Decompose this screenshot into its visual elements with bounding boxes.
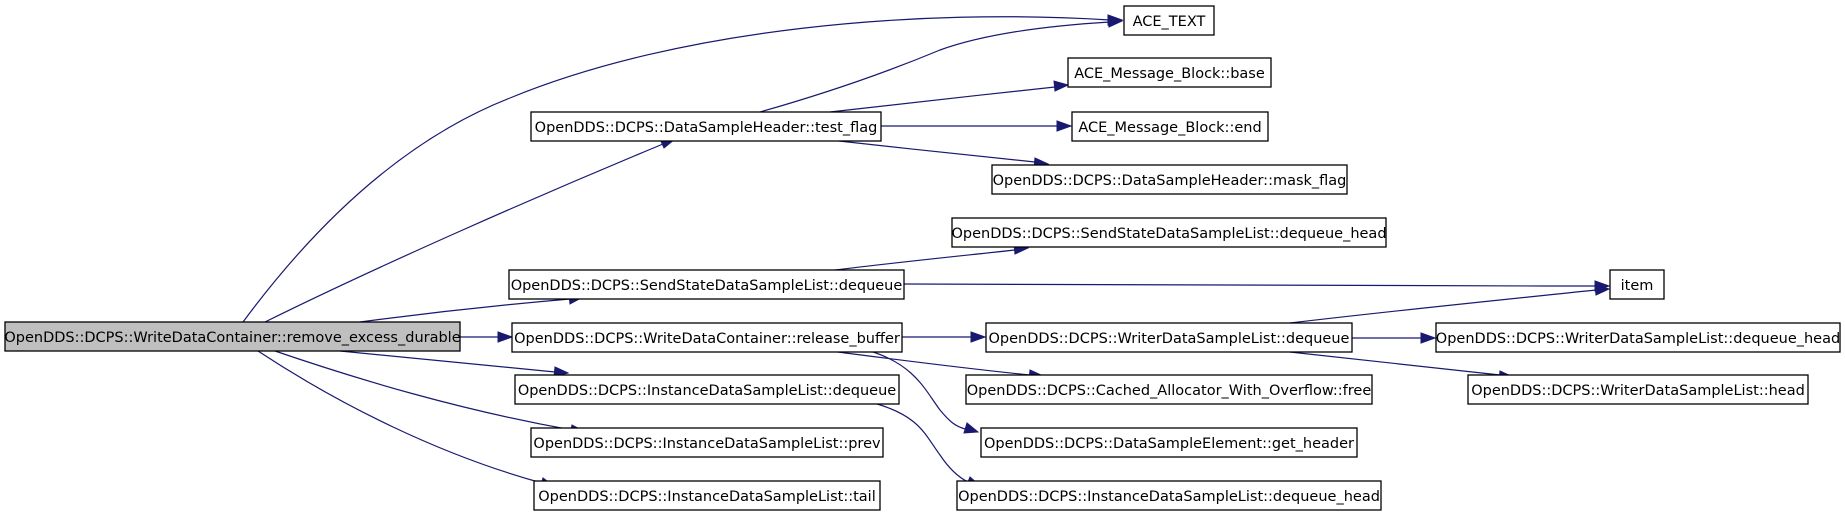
edge-test-flag-to-mb-end xyxy=(881,120,1073,132)
node-wds-dequeue[interactable]: OpenDDS::DCPS::WriterDataSampleList::deq… xyxy=(985,322,1353,353)
node-label: OpenDDS::DCPS::WriteDataContainer::relea… xyxy=(514,331,900,347)
edge-wds-dequeue-to-item xyxy=(1289,284,1611,324)
call-graph-nodes: OpenDDS::DCPS::WriteDataContainer::remov… xyxy=(4,5,1841,511)
node-label: OpenDDS::DCPS::WriteDataContainer::remov… xyxy=(4,330,460,346)
node-ids-tail[interactable]: OpenDDS::DCPS::InstanceDataSampleList::t… xyxy=(533,480,881,511)
edge-root-to-release-buffer xyxy=(460,331,514,343)
node-label: OpenDDS::DCPS::Cached_Allocator_With_Ove… xyxy=(967,383,1372,399)
node-label: OpenDDS::DCPS::DataSampleElement::get_he… xyxy=(984,436,1354,452)
call-graph-edges xyxy=(242,14,1611,489)
edge-release-buffer-to-wds-dequeue xyxy=(902,331,987,343)
node-label: OpenDDS::DCPS::InstanceDataSampleList::t… xyxy=(538,489,875,505)
node-label: item xyxy=(1621,278,1654,294)
edge-root-to-ids-dequeue xyxy=(339,350,570,378)
node-label: OpenDDS::DCPS::WriterDataSampleList::deq… xyxy=(989,331,1350,347)
node-ids-dequeue[interactable]: OpenDDS::DCPS::InstanceDataSampleList::d… xyxy=(514,374,900,405)
node-label: OpenDDS::DCPS::DataSampleHeader::test_fl… xyxy=(535,120,878,136)
edge-test-flag-to-mb-base xyxy=(829,80,1070,113)
node-label: OpenDDS::DCPS::DataSampleHeader::mask_fl… xyxy=(993,173,1347,189)
node-release-buffer[interactable]: OpenDDS::DCPS::WriteDataContainer::relea… xyxy=(511,322,903,353)
node-mask-flag[interactable]: OpenDDS::DCPS::DataSampleHeader::mask_fl… xyxy=(991,164,1348,195)
node-ss-dequeue[interactable]: OpenDDS::DCPS::SendStateDataSampleList::… xyxy=(508,269,905,300)
edge-root-to-ids-tail xyxy=(257,350,557,489)
edge-test-flag-to-ace-text xyxy=(759,16,1124,113)
node-label: OpenDDS::DCPS::InstanceDataSampleList::p… xyxy=(533,436,881,452)
node-wds-head[interactable]: OpenDDS::DCPS::WriterDataSampleList::hea… xyxy=(1467,374,1809,405)
node-label: ACE_Message_Block::end xyxy=(1078,120,1261,136)
node-label: ACE_Message_Block::base xyxy=(1074,66,1265,82)
node-mb-base[interactable]: ACE_Message_Block::base xyxy=(1067,57,1272,88)
node-label: OpenDDS::DCPS::SendStateDataSampleList::… xyxy=(511,278,903,294)
node-label: OpenDDS::DCPS::InstanceDataSampleList::d… xyxy=(518,383,896,399)
edge-ss-dequeue-to-ss-dequeue-head xyxy=(834,243,1030,271)
edge-release-buffer-to-get-header xyxy=(869,350,980,434)
node-cached-free[interactable]: OpenDDS::DCPS::Cached_Allocator_With_Ove… xyxy=(965,374,1373,405)
node-mb-end[interactable]: ACE_Message_Block::end xyxy=(1071,111,1269,142)
node-label: ACE_TEXT xyxy=(1133,14,1206,30)
edge-wds-dequeue-to-wds-dequeue-head xyxy=(1352,332,1437,344)
node-ace-text[interactable]: ACE_TEXT xyxy=(1123,5,1215,36)
node-test-flag[interactable]: OpenDDS::DCPS::DataSampleHeader::test_fl… xyxy=(530,111,882,142)
edge-ss-dequeue-to-item xyxy=(903,280,1611,292)
node-root[interactable]: OpenDDS::DCPS::WriteDataContainer::remov… xyxy=(4,321,461,352)
edge-test-flag-to-mask-flag xyxy=(829,139,1050,169)
node-item[interactable]: item xyxy=(1609,269,1665,300)
node-wds-dequeue-head[interactable]: OpenDDS::DCPS::WriterDataSampleList::deq… xyxy=(1435,322,1841,353)
node-ids-dequeue-head[interactable]: OpenDDS::DCPS::InstanceDataSampleList::d… xyxy=(956,480,1382,511)
edge-ids-dequeue-to-ids-dequeue-head xyxy=(869,401,982,488)
node-ids-prev[interactable]: OpenDDS::DCPS::InstanceDataSampleList::p… xyxy=(530,427,884,458)
node-label: OpenDDS::DCPS::InstanceDataSampleList::d… xyxy=(958,489,1380,505)
node-label: OpenDDS::DCPS::WriterDataSampleList::hea… xyxy=(1471,383,1805,399)
node-get-header[interactable]: OpenDDS::DCPS::DataSampleElement::get_he… xyxy=(980,427,1358,458)
node-ss-dequeue-head[interactable]: OpenDDS::DCPS::SendStateDataSampleList::… xyxy=(951,217,1387,248)
node-label: OpenDDS::DCPS::SendStateDataSampleList::… xyxy=(951,226,1386,242)
node-label: OpenDDS::DCPS::WriterDataSampleList::deq… xyxy=(1436,331,1840,347)
